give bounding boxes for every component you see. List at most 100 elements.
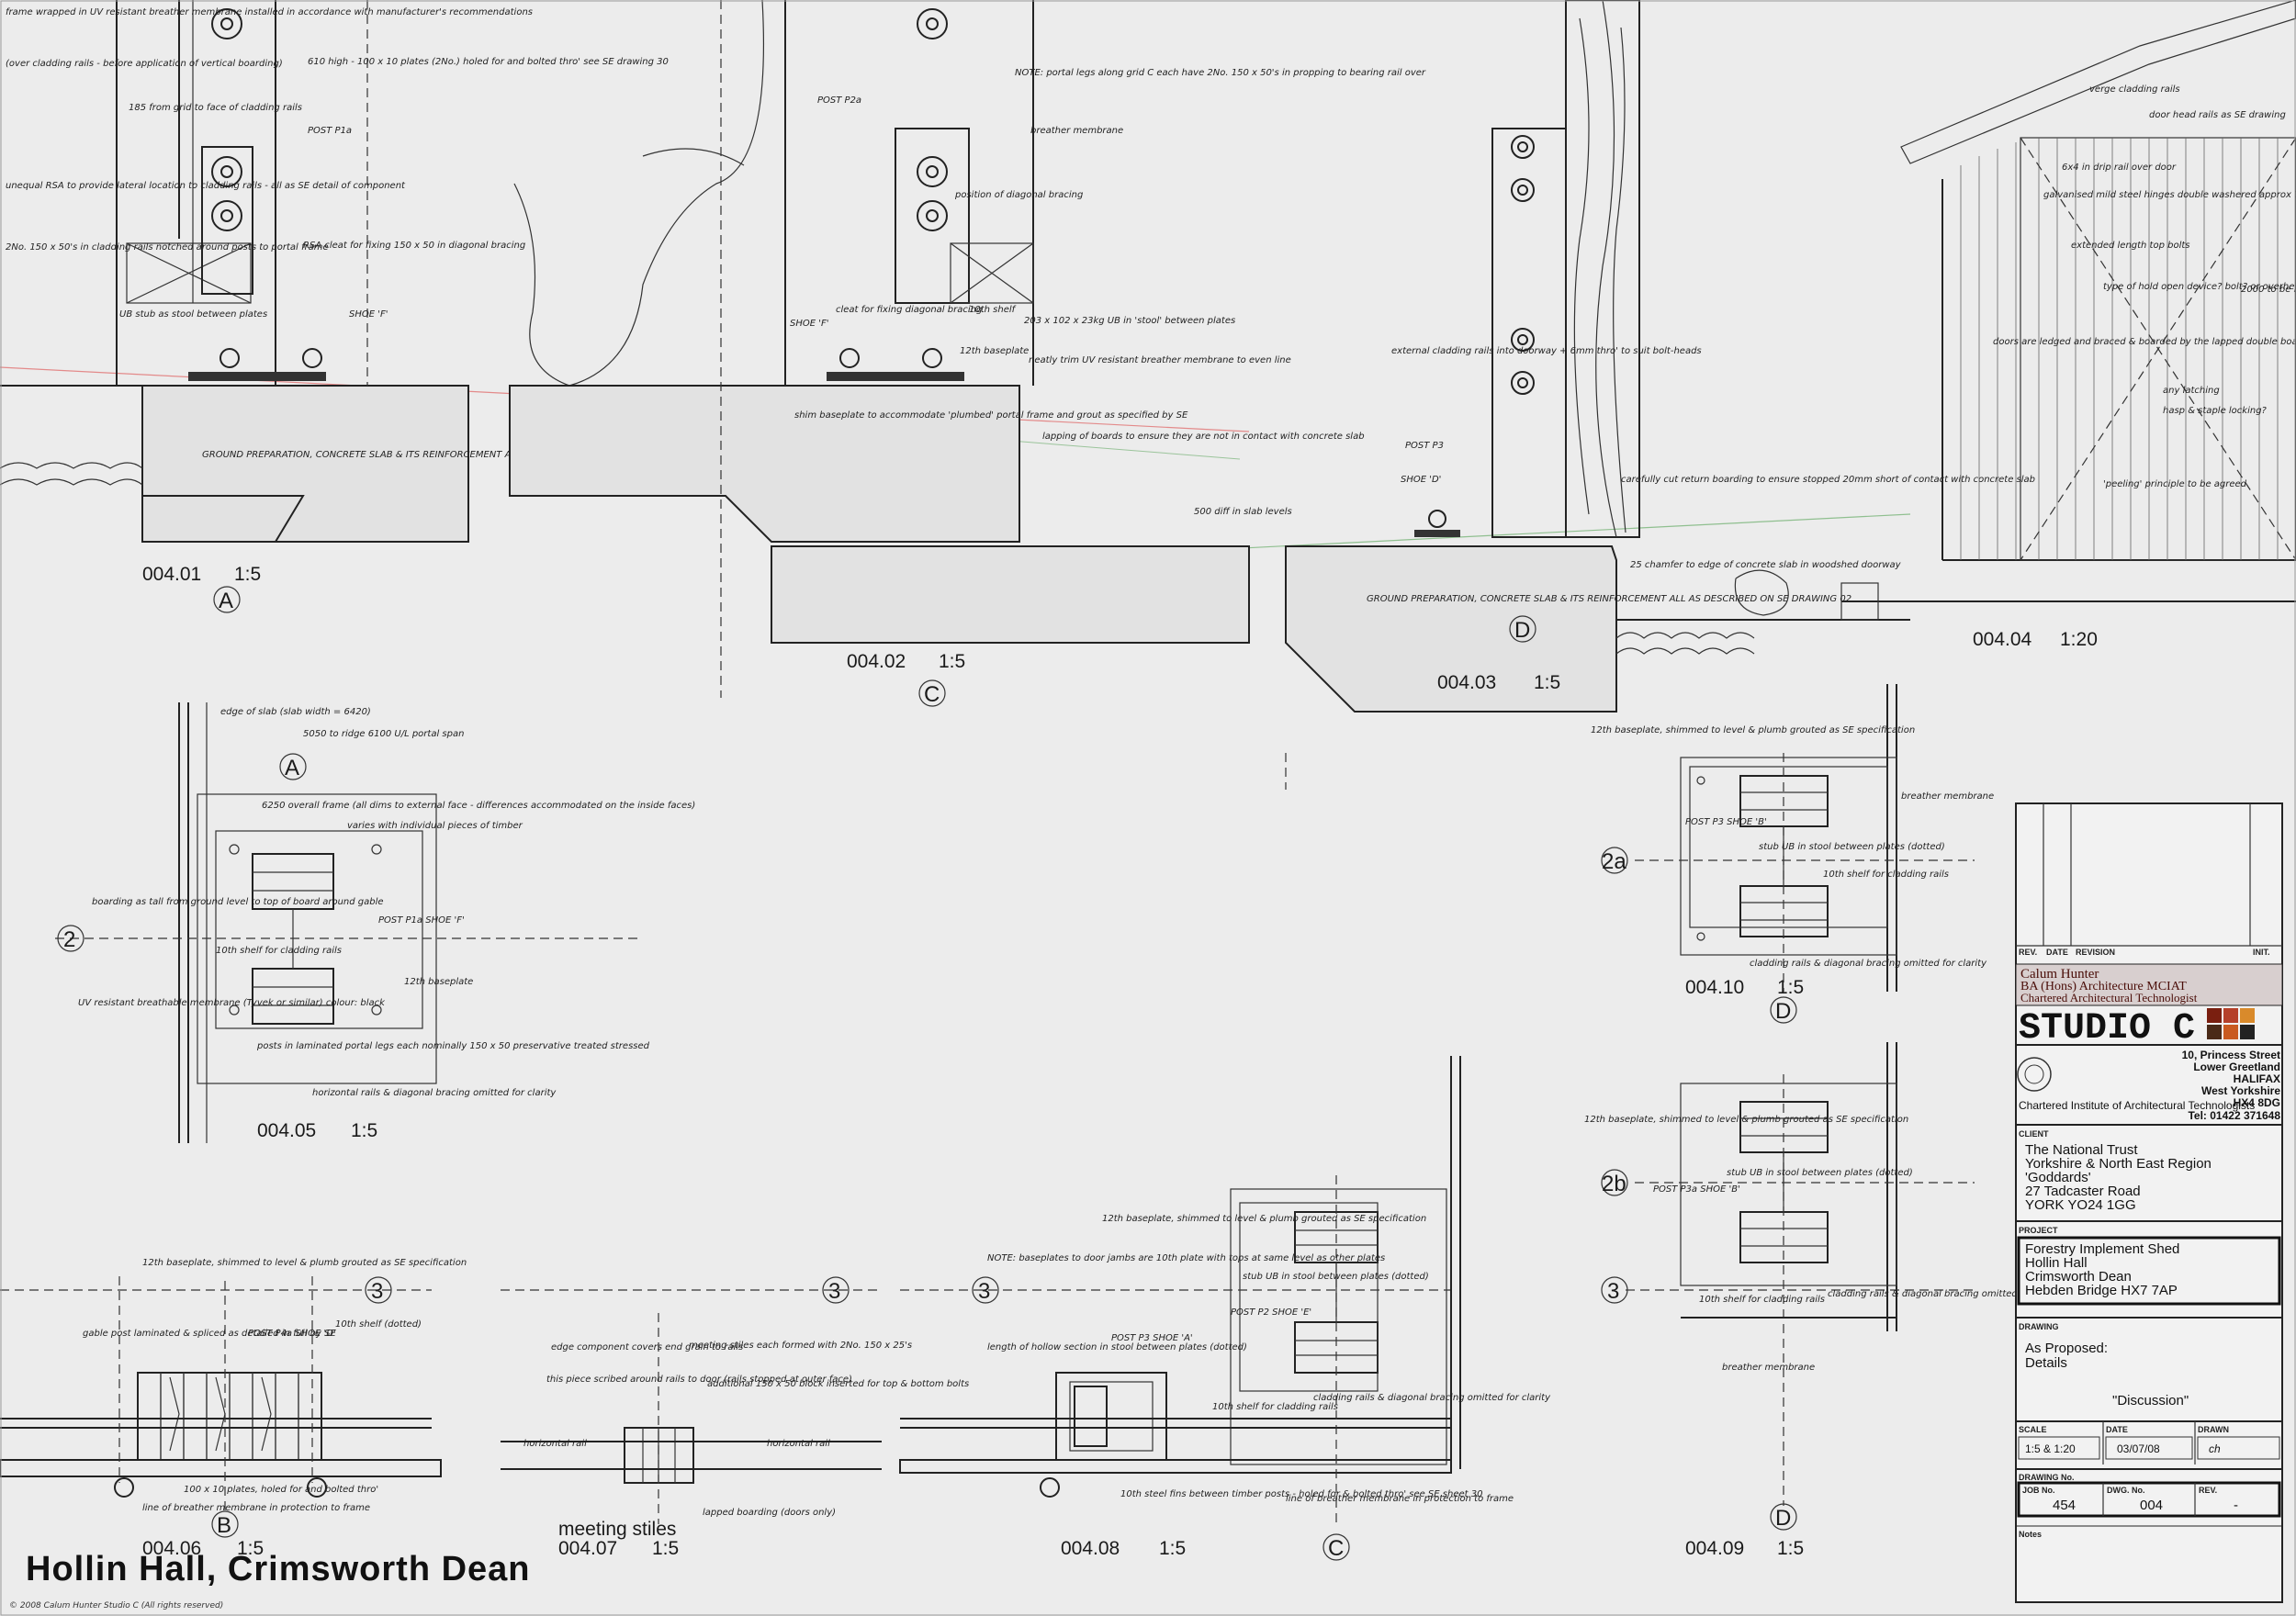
grid-marker-2: 2	[63, 927, 75, 952]
note: SHOE 'F'	[349, 309, 388, 320]
grid-marker-circle	[57, 925, 84, 952]
address-line-3: HALIFAX	[2234, 1072, 2280, 1085]
note: 2000 to be in good heritage	[2241, 285, 2296, 295]
note: 10th shelf for cladding rails	[1823, 870, 1949, 880]
grid-marker-d: D	[1775, 1506, 1791, 1531]
note: unequal RSA to provide lateral location …	[6, 181, 406, 191]
address-line-4: West Yorkshire	[2201, 1084, 2280, 1097]
job-number: 454	[2053, 1498, 2076, 1513]
grid-marker-circle	[918, 679, 946, 707]
detail-004-06-scale: 1:5	[237, 1538, 264, 1559]
note: verge cladding rails	[2089, 84, 2180, 95]
note: POST P3	[1405, 441, 1444, 451]
detail-004-07-code: 004.07	[558, 1538, 617, 1559]
detail-004-09-scale: 1:5	[1777, 1538, 1804, 1559]
drawing-line-2: Details	[2025, 1355, 2067, 1371]
detail-004-05-code: 004.05	[257, 1120, 316, 1141]
grid-marker-circle	[822, 1276, 850, 1304]
note: 'peeling' principle to be agreed	[2103, 479, 2247, 489]
note: horizontal rail	[767, 1439, 830, 1449]
scale-value: 1:5 & 1:20	[2025, 1442, 2076, 1455]
job-label: JOB No.	[2022, 1486, 2055, 1495]
note: lapped boarding (doors only)	[703, 1508, 836, 1518]
detail-004-01-mark: A	[219, 589, 233, 613]
detail-004-01-code: 004.01	[142, 564, 201, 585]
note: POST P2 SHOE 'E'	[1231, 1307, 1311, 1318]
note: POST P1a	[308, 126, 352, 136]
detail-004-07-scale: 1:5	[652, 1538, 679, 1559]
grid-marker-circle	[279, 753, 307, 780]
grid-marker-circle	[1601, 847, 1628, 874]
project-line-1: Forestry Implement Shed	[2025, 1241, 2179, 1257]
note: 12th baseplate, shimmed to level & plumb…	[142, 1258, 467, 1268]
title-block: REV. DATE REVISION INIT. Calum Hunter BA…	[2015, 802, 2283, 1603]
studio-tel: Tel: 01422 371648	[2188, 1109, 2280, 1122]
grid-marker-circle	[1770, 1503, 1797, 1531]
detail-004-08: 3 004.08 1:5 C NOTE: baseplates to door …	[899, 1056, 1551, 1561]
note: 12th baseplate	[404, 977, 473, 987]
detail-004-03-mark: D	[1514, 618, 1530, 643]
architect-title: Chartered Architectural Technologist	[2020, 991, 2198, 1004]
note: length of hollow section in stool betwee…	[987, 1342, 1247, 1352]
note: stub UB in stool between plates (dotted)	[1243, 1272, 1429, 1282]
grid-marker-circle	[213, 586, 241, 613]
grid-marker-circle	[1601, 1169, 1628, 1196]
detail-004-01: 004.01 1:5 A frame wrapped in UV resista…	[0, 0, 687, 613]
project-line-2: Hollin Hall	[2025, 1255, 2088, 1271]
drawing-status: "Discussion"	[2112, 1393, 2189, 1408]
dwg-label: DWG. No.	[2107, 1486, 2145, 1495]
drawn-label: DRAWN	[2198, 1425, 2229, 1434]
detail-004-08-mark: C	[1328, 1536, 1344, 1561]
architect-name: Calum Hunter	[2020, 967, 2099, 982]
rev-label: REV.	[2199, 1486, 2217, 1495]
drawing-line-1: As Proposed:	[2025, 1341, 2108, 1356]
note: external cladding rails into doorway + 6…	[1391, 346, 1702, 356]
note: cladding rails & diagonal bracing omitte…	[1313, 1393, 1551, 1403]
drawn-value: ch	[2209, 1442, 2221, 1455]
detail-004-02-code: 004.02	[847, 651, 906, 672]
swatch	[2207, 1025, 2222, 1039]
swatch	[2223, 1025, 2238, 1039]
detail-004-10-mark: D	[1775, 999, 1791, 1024]
note: POST P3 SHOE 'B'	[1685, 817, 1767, 827]
note: extended length top bolts	[2071, 241, 2190, 251]
grid-marker-circle	[1601, 1276, 1628, 1304]
note: neatly trim UV resistant breather membra…	[1029, 355, 1291, 365]
detail-004-01-scale: 1:5	[234, 564, 261, 585]
grid-marker-2a: 2a	[1602, 849, 1626, 874]
ciat-crest-icon-inner	[2024, 1064, 2044, 1084]
note: 5050 to ridge 6100 U/L portal span	[303, 729, 464, 739]
note: UV resistant breathable membrane (Tyvek …	[78, 998, 386, 1008]
grid-marker-circle	[1509, 615, 1536, 643]
note: posts in laminated portal legs each nomi…	[256, 1041, 650, 1051]
ciat-name: Chartered Institute of Architectural Tec…	[2019, 1099, 2255, 1112]
project-label: PROJECT	[2019, 1226, 2058, 1235]
address-line-2: Lower Greetland	[2193, 1060, 2280, 1073]
architect-qualification: BA (Hons) Architecture MCIAT	[2020, 980, 2187, 993]
copyright-notice: © 2008 Calum Hunter Studio C (All rights…	[9, 1601, 224, 1610]
note: GROUND PREPARATION, CONCRETE SLAB & ITS …	[1367, 594, 1851, 604]
drawing-no-label: DRAWING No.	[2019, 1473, 2075, 1482]
grid-marker-3d: 3	[1607, 1279, 1619, 1304]
note: gable post laminated & spliced as detail…	[83, 1329, 336, 1339]
grid-marker-circle	[365, 1276, 392, 1304]
detail-004-07: 3 meeting stiles 004.07 1:5 edge compone…	[501, 1276, 969, 1559]
project-line-4: Hebden Bridge HX7 7AP	[2025, 1283, 2178, 1298]
detail-004-09: 2b 3 D 004.09 1:5 12th baseplate, shimme…	[1584, 1042, 2065, 1559]
note: additional 150 x 50 block inserted for t…	[707, 1379, 969, 1389]
detail-004-06: 3 004.06 1:5 B 12th baseplate, shimmed t…	[0, 1258, 467, 1559]
detail-004-10: 2a 004.10 1:5 D 12th baseplate, shimmed …	[1591, 684, 1994, 1024]
detail-004-06-mark: B	[217, 1513, 231, 1538]
client-line-1: The National Trust	[2025, 1142, 2138, 1158]
note: 203 x 102 x 23kg UB in 'stool' between p…	[1024, 316, 1235, 326]
note: line of breather membrane in protection …	[142, 1503, 370, 1513]
note: line of breather membrane in protection …	[1286, 1494, 1514, 1504]
note: shim baseplate to accommodate 'plumbed' …	[794, 410, 1188, 421]
note: breather membrane	[1030, 126, 1123, 136]
detail-004-07-caption: meeting stiles	[558, 1519, 676, 1540]
note: 10th shelf for cladding rails	[1212, 1402, 1338, 1412]
detail-004-05-scale: 1:5	[351, 1120, 377, 1141]
note: galvanised mild steel hinges double wash…	[2043, 190, 2296, 200]
